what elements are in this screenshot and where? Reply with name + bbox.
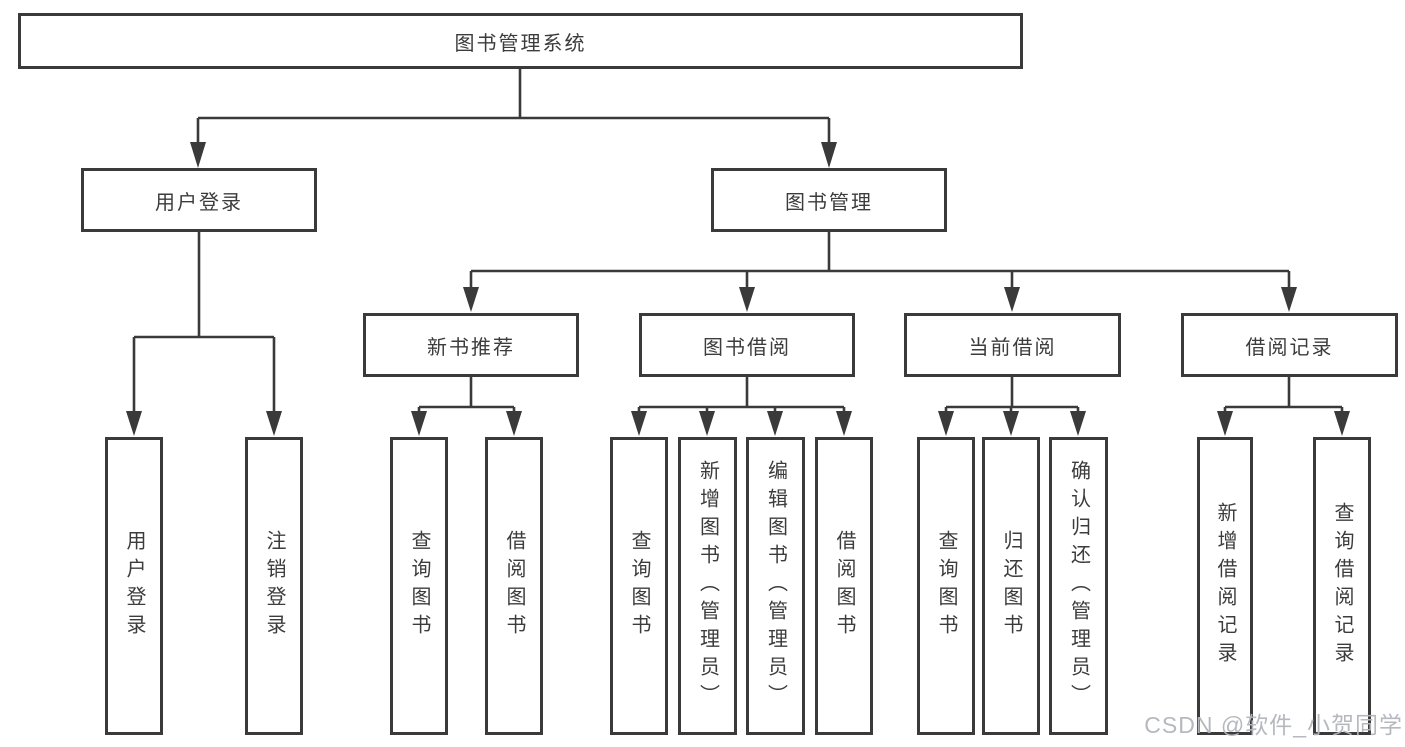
leaf-query-book-current-label: 查询图书 — [935, 530, 957, 642]
node-book-management-label: 图书管理 — [785, 191, 873, 214]
leaf-query-book-borrow-label: 查询图书 — [628, 530, 650, 642]
node-user-login: 用户登录 — [81, 168, 317, 232]
node-book-borrow-label: 图书借阅 — [703, 336, 791, 359]
leaf-query-book-current: 查询图书 — [917, 437, 975, 735]
node-user-login-label: 用户登录 — [155, 191, 243, 214]
leaf-edit-book-admin: 编辑图书（管理员） — [746, 437, 805, 735]
leaf-borrow-book-recommend: 借阅图书 — [485, 437, 543, 735]
leaf-borrow-book-recommend-label: 借阅图书 — [503, 530, 525, 642]
leaf-query-borrow-record: 查询借阅记录 — [1313, 437, 1371, 735]
leaf-user-login-label: 用户登录 — [123, 530, 145, 642]
leaf-query-borrow-record-label: 查询借阅记录 — [1331, 502, 1353, 670]
node-borrow-record: 借阅记录 — [1181, 313, 1398, 377]
node-root: 图书管理系统 — [18, 13, 1023, 69]
node-new-book-recommend: 新书推荐 — [363, 313, 579, 377]
leaf-add-borrow-record-label: 新增借阅记录 — [1214, 502, 1236, 670]
leaf-user-login: 用户登录 — [105, 437, 163, 735]
node-book-management: 图书管理 — [711, 168, 947, 232]
leaf-edit-book-admin-label: 编辑图书（管理员） — [764, 460, 787, 712]
node-current-borrow-label: 当前借阅 — [968, 336, 1057, 359]
node-new-book-recommend-label: 新书推荐 — [427, 336, 515, 359]
node-book-borrow: 图书借阅 — [639, 313, 855, 377]
leaf-return-book-label: 归还图书 — [1000, 530, 1022, 642]
leaf-add-borrow-record: 新增借阅记录 — [1197, 437, 1253, 735]
node-current-borrow: 当前借阅 — [904, 313, 1121, 377]
leaf-borrow-book-label: 借阅图书 — [833, 530, 855, 642]
node-root-label: 图书管理系统 — [454, 32, 587, 55]
leaf-logout: 注销登录 — [245, 437, 303, 735]
csdn-watermark: CSDN @软件_小贺同学 — [1144, 712, 1403, 738]
leaf-query-book-recommend: 查询图书 — [390, 437, 448, 735]
leaf-confirm-return-admin: 确认归还（管理员） — [1049, 437, 1108, 735]
leaf-add-book-admin-label: 新增图书（管理员） — [696, 460, 719, 712]
node-borrow-record-label: 借阅记录 — [1245, 336, 1334, 359]
leaf-add-book-admin: 新增图书（管理员） — [678, 437, 737, 735]
leaf-query-book-recommend-label: 查询图书 — [408, 530, 430, 642]
leaf-return-book: 归还图书 — [982, 437, 1040, 735]
leaf-confirm-return-admin-label: 确认归还（管理员） — [1067, 460, 1090, 712]
leaf-query-book-borrow: 查询图书 — [610, 437, 668, 735]
leaf-logout-label: 注销登录 — [263, 530, 285, 642]
leaf-borrow-book: 借阅图书 — [815, 437, 873, 735]
